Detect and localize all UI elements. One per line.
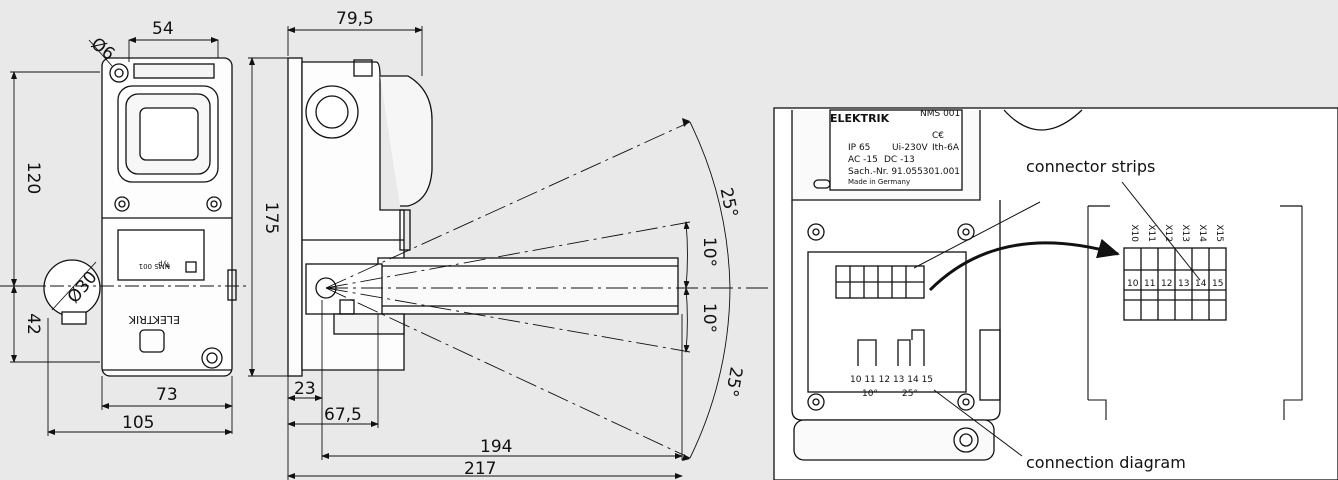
dim-54: 54 (152, 19, 174, 39)
plate-sach: Sach.-Nr. 91.055301.001 (848, 167, 960, 177)
plate-current: Ith-6A (932, 143, 960, 153)
dim-175: 175 (261, 202, 281, 234)
front-view (43, 57, 237, 377)
diagram-angle-25: 25° (902, 389, 918, 399)
terminal-tag-2: X12 (1163, 224, 1173, 242)
terminal-number-0: 10 (1127, 279, 1139, 289)
angle-10-top: 10° (699, 237, 719, 267)
terminal-tags: X10 X11 X12 X13 X14 X15 (1129, 224, 1224, 242)
dim-42: 42 (23, 313, 43, 335)
dim-105: 105 (122, 413, 154, 433)
curved-arrow (928, 238, 1120, 292)
dim-23: 23 (294, 379, 316, 399)
diagram-angle-10: 10° (862, 389, 878, 399)
dim-73: 73 (156, 385, 178, 405)
plate-ce: C€ (932, 131, 944, 141)
dim-79-5: 79,5 (336, 9, 374, 29)
side-view (287, 57, 679, 377)
label-connection-diagram: connection diagram (1026, 453, 1186, 472)
plate-voltage: Ui-230V (892, 143, 929, 153)
angle-25-bottom: 25° (721, 365, 746, 398)
detail-device (791, 109, 1303, 461)
terminal-number-3: 13 (1178, 279, 1189, 289)
plate-ip: IP 65 (848, 143, 870, 153)
terminal-number-5: 15 (1212, 279, 1223, 289)
angle-25-top: 25° (716, 186, 742, 220)
terminal-tag-0: X10 (1129, 224, 1139, 242)
terminal-number-1: 11 (1144, 279, 1155, 289)
plate-ac: AC -15 (848, 155, 878, 165)
svg-text:NMS 001: NMS 001 (139, 262, 170, 270)
terminal-number-2: 12 (1161, 279, 1172, 289)
plate-dc: DC -13 (884, 155, 915, 165)
dim-194: 194 (480, 437, 512, 457)
terminal-numbers: 10 11 12 13 14 15 (1127, 279, 1223, 289)
terminal-tag-4: X14 (1197, 224, 1207, 242)
plate-made: Made in Germany (848, 178, 910, 186)
front-dims (0, 37, 248, 436)
side-dims (248, 26, 770, 480)
front-label-text: NMS 001 Typ ELEKTRIK (128, 260, 180, 326)
svg-text:Typ: Typ (158, 260, 171, 268)
plate-model: NMS 001 (920, 109, 960, 119)
angle-10-bottom: 10° (699, 303, 719, 333)
terminal-tag-1: X11 (1146, 224, 1156, 242)
label-connector-strips: connector strips (1026, 157, 1155, 176)
terminal-tag-5: X15 (1214, 224, 1224, 242)
terminal-tag-3: X13 (1180, 224, 1190, 242)
diagram-numbers: 10 11 12 13 14 15 (850, 375, 933, 385)
front-brand: ELEKTRIK (128, 313, 180, 326)
terminal-number-4: 14 (1195, 279, 1207, 289)
dim-217: 217 (464, 459, 496, 479)
plate-brand: ELEKTRIK (830, 112, 890, 125)
dim-67-5: 67,5 (324, 405, 362, 425)
dim-120: 120 (23, 162, 43, 194)
